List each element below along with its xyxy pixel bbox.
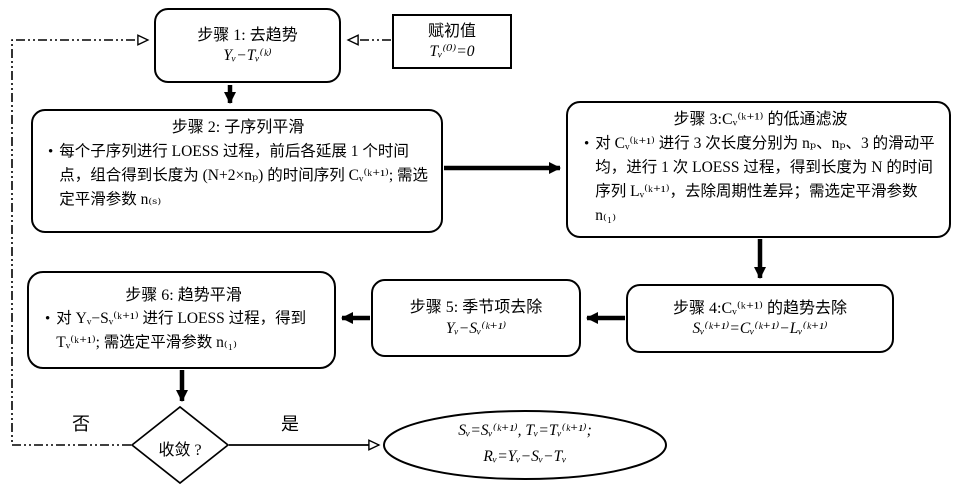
step3-body: 对 Cᵥ⁽ᵏ⁺¹⁾ 进行 3 次长度分别为 nₚ、nₚ、3 的滑动平均，进行 1… xyxy=(595,134,935,224)
no-branch-label: 否 xyxy=(72,414,90,434)
result-line2: Rᵥ=Yᵥ−Sᵥ−Tᵥ xyxy=(483,448,567,466)
decision-label: 收敛 ? xyxy=(158,442,202,459)
step6-body: 对 Yᵥ−Sᵥ⁽ᵏ⁺¹⁾ 进行 LOESS 过程，得到 Tᵥ⁽ᵏ⁺¹⁾; 需选定… xyxy=(56,309,307,351)
step2-title: 步骤 2: 子序列平滑 xyxy=(171,119,305,136)
arrow-decision-no-feedback xyxy=(11,40,148,446)
decision-diamond xyxy=(130,405,230,485)
step5-node: 步骤 5: 季节项去除 Yᵥ−Sᵥ⁽ᵏ⁺¹⁾ xyxy=(371,279,581,357)
init-title: 赋初值 xyxy=(427,22,476,40)
step1-node: 步骤 1: 去趋势 Yᵥ−Tᵥ⁽ᵏ⁾ xyxy=(154,8,341,83)
step1-title: 步骤 1: 去趋势 xyxy=(197,26,298,44)
step4-formula: Sᵥ⁽ᵏ⁺¹⁾=Cᵥ⁽ᵏ⁺¹⁾−Lᵥ⁽ᵏ⁺¹⁾ xyxy=(692,320,828,338)
yes-branch-label: 是 xyxy=(281,414,299,434)
step6-title: 步骤 6: 趋势平滑 xyxy=(125,287,242,305)
init-node: 赋初值 Tᵥ⁽⁰⁾=0 xyxy=(392,14,512,69)
step5-formula: Yᵥ−Sᵥ⁽ᵏ⁺¹⁾ xyxy=(445,319,507,337)
step2-node: 步骤 2: 子序列平滑 • 每个子序列进行 LOESS 过程，前后各延展 1 个… xyxy=(31,109,443,233)
result-ellipse xyxy=(383,410,667,480)
step3-bullet-icon: • xyxy=(584,135,590,152)
step6-bullet-icon: • xyxy=(45,310,51,327)
step4-node: 步骤 4:Cᵥ⁽ᵏ⁺¹⁾ 的趋势去除 Sᵥ⁽ᵏ⁺¹⁾=Cᵥ⁽ᵏ⁺¹⁾−Lᵥ⁽ᵏ⁺… xyxy=(626,284,894,353)
step3-node: 步骤 3:Cᵥ⁽ᵏ⁺¹⁾ 的低通滤波 • 对 Cᵥ⁽ᵏ⁺¹⁾ 进行 3 次长度分… xyxy=(566,101,951,238)
step4-title: 步骤 4:Cᵥ⁽ᵏ⁺¹⁾ 的趋势去除 xyxy=(673,299,847,317)
step5-title: 步骤 5: 季节项去除 xyxy=(409,299,543,317)
result-text: Sᵥ=Sᵥ⁽ᵏ⁺¹⁾, Tᵥ=Tᵥ⁽ᵏ⁺¹⁾; Rᵥ=Yᵥ−Sᵥ−Tᵥ xyxy=(398,418,652,471)
step3-title: 步骤 3:Cᵥ⁽ᵏ⁺¹⁾ 的低通滤波 xyxy=(673,111,848,128)
step1-formula: Yᵥ−Tᵥ⁽ᵏ⁾ xyxy=(223,47,272,65)
step2-bullet-icon: • xyxy=(48,143,54,160)
result-line1: Sᵥ=Sᵥ⁽ᵏ⁺¹⁾, Tᵥ=Tᵥ⁽ᵏ⁺¹⁾; xyxy=(458,422,592,439)
init-formula: Tᵥ⁽⁰⁾=0 xyxy=(429,43,475,61)
step6-node: 步骤 6: 趋势平滑 • 对 Yᵥ−Sᵥ⁽ᵏ⁺¹⁾ 进行 LOESS 过程，得到… xyxy=(27,271,336,369)
step2-body: 每个子序列进行 LOESS 过程，前后各延展 1 个时间点，组合得到长度为 (N… xyxy=(59,142,428,208)
